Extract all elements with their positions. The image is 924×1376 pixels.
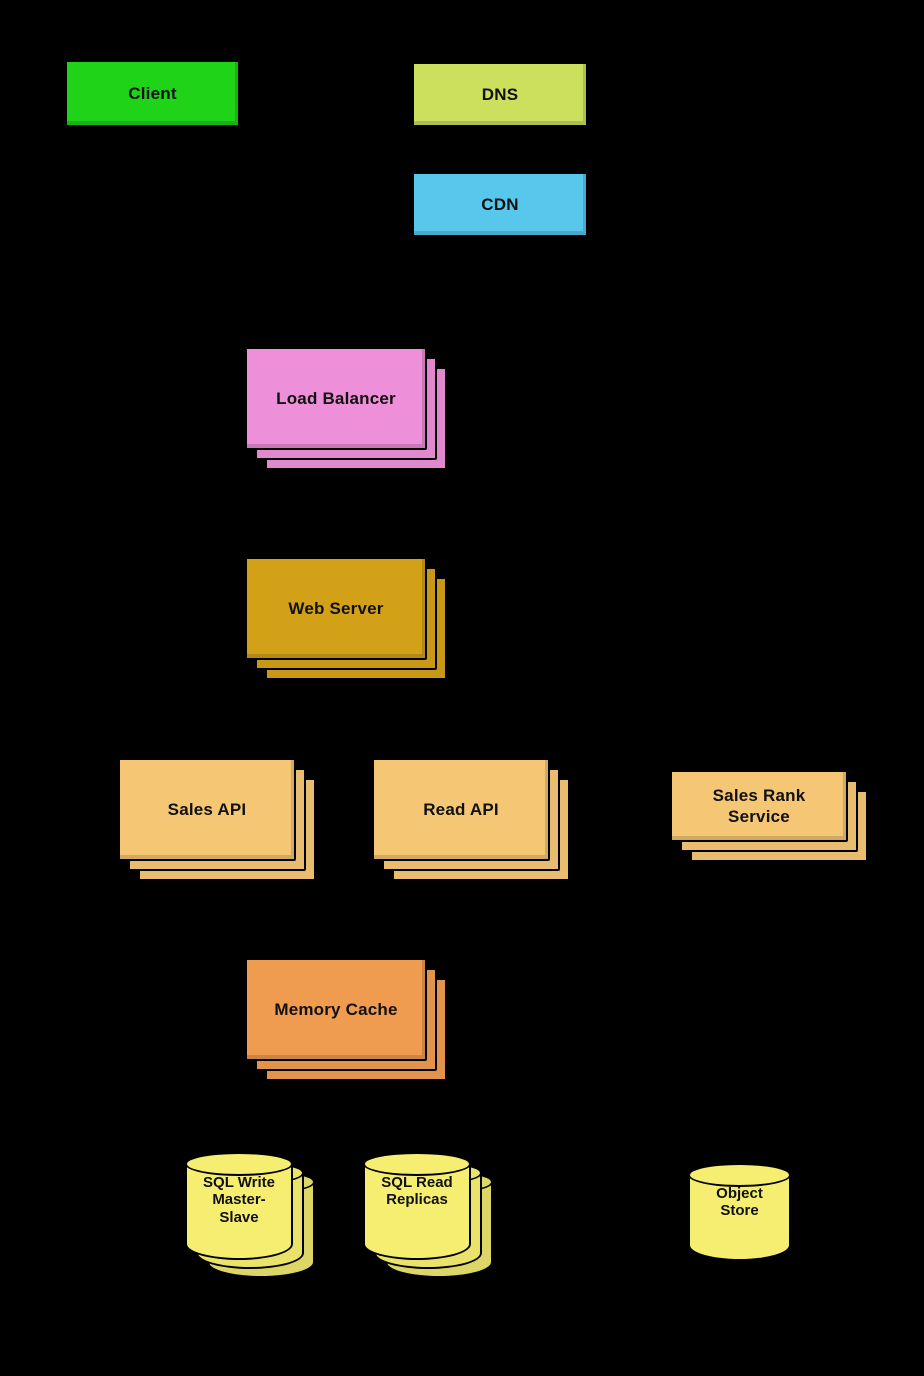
- node-face: DNS: [412, 62, 588, 127]
- node-label: Object Store: [716, 1185, 763, 1220]
- node-label: Load Balancer: [276, 388, 396, 408]
- cylinder-top: [688, 1163, 791, 1187]
- node-label: DNS: [481, 84, 519, 104]
- cylinder-top: [185, 1152, 293, 1176]
- node-face: Sales API: [118, 758, 296, 861]
- node-face: Load Balancer: [245, 347, 427, 450]
- cylinder-body: [185, 1163, 293, 1260]
- cylinder-body: [363, 1163, 471, 1260]
- node-label: Client: [128, 83, 177, 103]
- cylinder-front: SQL Write Master-Slave: [185, 1152, 293, 1260]
- cylinder-body: [688, 1174, 791, 1261]
- node-label: Sales API: [167, 799, 247, 819]
- node-face: Web Server: [245, 557, 427, 660]
- node-face: Read API: [372, 758, 550, 861]
- node-dns: DNS: [412, 62, 588, 127]
- node-sql-read-replicas: SQL Read Replicas: [363, 1152, 493, 1278]
- node-memory-cache: Memory Cache: [245, 958, 447, 1081]
- node-sales-rank-service: Sales Rank Service: [670, 770, 868, 862]
- cylinder-top: [363, 1152, 471, 1176]
- node-web-server: Web Server: [245, 557, 447, 680]
- node-read-api: Read API: [372, 758, 570, 881]
- node-face: CDN: [412, 172, 588, 237]
- node-label: SQL Write Master-Slave: [203, 1174, 275, 1226]
- node-label: Web Server: [288, 598, 384, 618]
- node-label: Memory Cache: [274, 999, 398, 1019]
- node-object-store: Object Store: [688, 1163, 791, 1261]
- node-sales-api: Sales API: [118, 758, 316, 881]
- node-cdn: CDN: [412, 172, 588, 237]
- node-face: Memory Cache: [245, 958, 427, 1061]
- cylinder-front: Object Store: [688, 1163, 791, 1261]
- node-label: Sales Rank Service: [712, 785, 806, 826]
- node-label: CDN: [481, 194, 519, 214]
- cylinder-front: SQL Read Replicas: [363, 1152, 471, 1260]
- node-face: Sales Rank Service: [670, 770, 848, 842]
- node-load-balancer: Load Balancer: [245, 347, 447, 470]
- node-label: Read API: [423, 799, 499, 819]
- node-client: Client: [65, 60, 240, 127]
- node-label: SQL Read Replicas: [381, 1174, 453, 1209]
- node-sql-write-master-slave: SQL Write Master-Slave: [185, 1152, 315, 1278]
- node-face: Client: [65, 60, 240, 127]
